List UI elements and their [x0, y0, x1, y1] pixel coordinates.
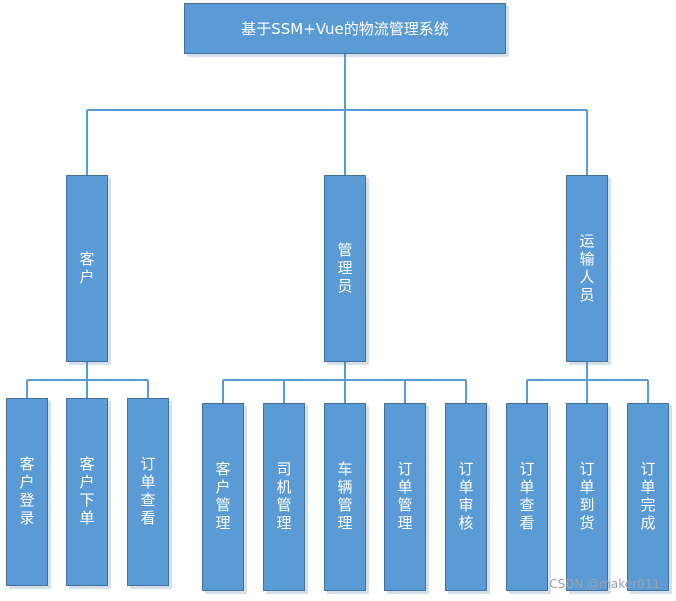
leaf-node-transport-view-order: 订单查看	[506, 403, 548, 591]
leaf-node-order-complete: 订单完成	[627, 403, 669, 591]
leaf-node-customer-login: 客户登录	[6, 398, 48, 586]
leaf-node-vehicle-management: 车辆管理	[324, 403, 366, 591]
leaf-node-label: 订单到货	[577, 461, 596, 533]
leaf-node-label: 订单管理	[395, 461, 414, 533]
group-node-label: 客户	[77, 250, 96, 287]
group-node-label: 管理员	[335, 241, 354, 296]
root-node: 基于SSM+Vue的物流管理系统	[184, 3, 506, 54]
group-node-admin: 管理员	[324, 175, 366, 362]
leaf-node-label: 订单完成	[638, 461, 657, 533]
leaf-node-label: 订单查看	[517, 461, 536, 533]
leaf-node-order-management: 订单管理	[384, 403, 426, 591]
leaf-node-label: 订单查看	[138, 456, 157, 528]
leaf-node-customer-management: 客户管理	[202, 403, 244, 591]
watermark: CSDN @maker011	[549, 577, 660, 591]
leaf-node-label: 车辆管理	[335, 461, 354, 533]
leaf-node-label: 客户下单	[77, 456, 96, 528]
group-node-transport: 运输人员	[566, 175, 608, 362]
leaf-node-order-arrived: 订单到货	[566, 403, 608, 591]
leaf-node-label: 司机管理	[274, 461, 293, 533]
root-node-label: 基于SSM+Vue的物流管理系统	[241, 20, 449, 38]
leaf-node-driver-management: 司机管理	[263, 403, 305, 591]
leaf-node-customer-order: 客户下单	[66, 398, 108, 586]
leaf-node-label: 客户登录	[17, 456, 36, 528]
group-node-label: 运输人员	[577, 232, 596, 305]
group-node-customer: 客户	[66, 175, 108, 362]
leaf-node-label: 订单审核	[456, 461, 475, 533]
leaf-node-label: 客户管理	[213, 461, 232, 533]
leaf-node-order-review: 订单审核	[445, 403, 487, 591]
leaf-node-customer-view-order: 订单查看	[127, 398, 169, 586]
